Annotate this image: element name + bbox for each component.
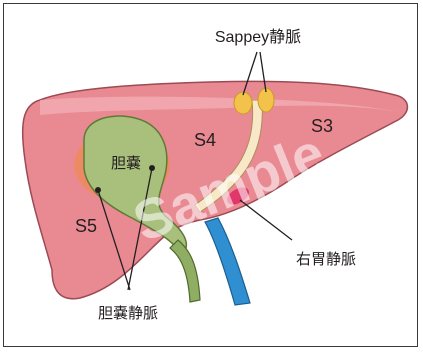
- label-gallbladder: 胆嚢: [111, 155, 141, 172]
- portal-vein: [205, 218, 250, 305]
- label-segment-s4: S4: [194, 130, 216, 150]
- bile-duct: [170, 240, 200, 302]
- cystic-dot-left: [95, 187, 101, 193]
- label-right-gastric-vein: 右胃静脈: [296, 251, 356, 268]
- cystic-dot-right: [149, 165, 155, 171]
- label-segment-s3: S3: [311, 116, 333, 136]
- sappey-node-left: [234, 92, 252, 114]
- label-sappey-vein: Sappey静脈: [215, 28, 301, 46]
- label-segment-s5: S5: [75, 216, 97, 236]
- label-cystic-veins: 胆嚢静脈: [98, 305, 158, 322]
